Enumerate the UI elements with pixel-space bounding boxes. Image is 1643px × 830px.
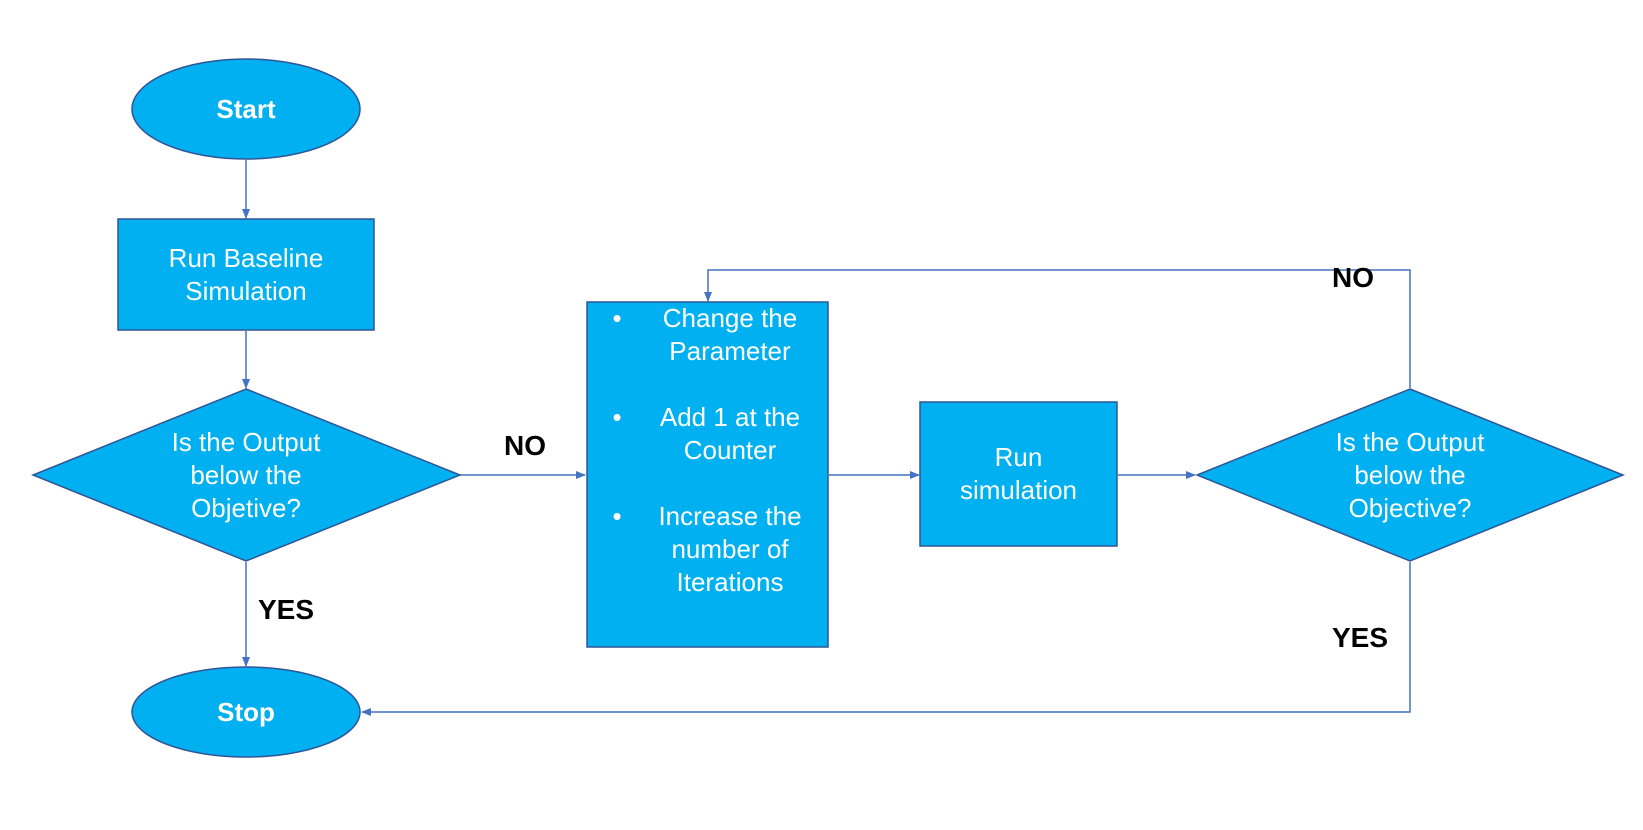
edge-label-yes-1: YES — [258, 594, 315, 625]
edge-label-no-1: NO — [504, 430, 546, 461]
connector-decision-2-to-stop — [361, 562, 1411, 716]
decision-1-diamond — [30, 388, 463, 562]
process-box — [586, 301, 829, 648]
connectors — [242, 160, 1411, 716]
process-bullet-list: •Change the Parameter •Add 1 at the Coun… — [590, 302, 838, 599]
start-terminal — [131, 58, 361, 160]
connector-decision-2-loop-back — [704, 269, 1411, 388]
edge-label-no-2: NO — [1332, 262, 1374, 293]
run-baseline-box — [117, 218, 375, 331]
edge-label-yes-2: YES — [1332, 622, 1389, 653]
stop-terminal — [131, 666, 361, 758]
process-item: •Change the Parameter — [612, 303, 798, 366]
decision-2-diamond — [1194, 388, 1626, 562]
process-item: •Increase the number of Iterations — [612, 501, 802, 597]
run-simulation-box — [919, 401, 1118, 547]
process-item: •Add 1 at the Counter — [612, 402, 801, 465]
